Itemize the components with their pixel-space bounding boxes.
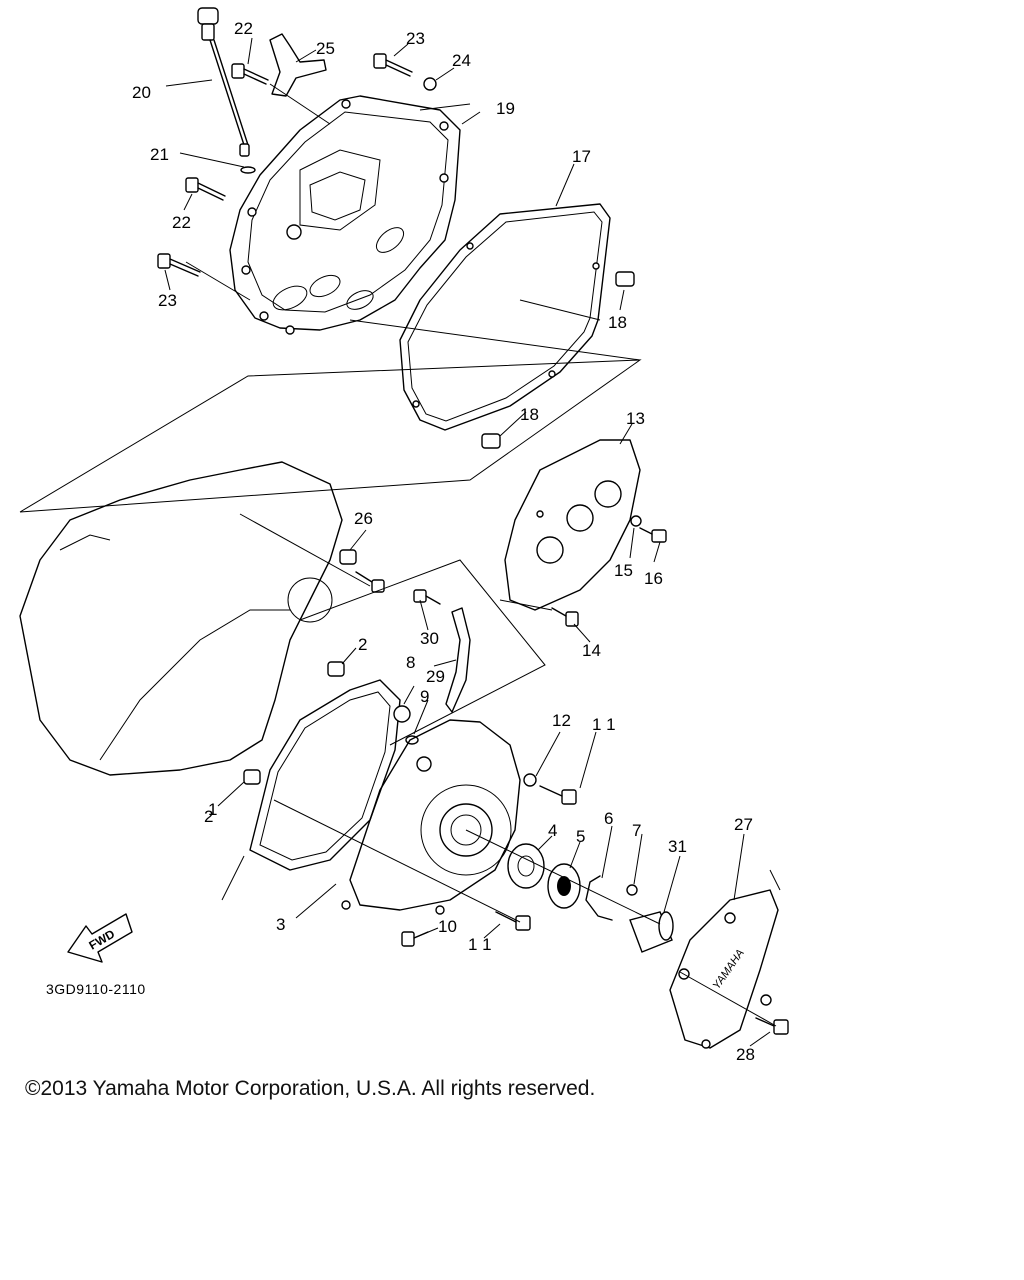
callouts: 1 2 2 3 4 5 6 7 8 9 10 1 1 1 1 12 13 14 … (132, 19, 755, 1064)
callout-21: 21 (150, 145, 169, 164)
washer-24-icon (423, 77, 437, 91)
callout-10: 10 (438, 917, 457, 936)
fwd-label: FWD (87, 927, 118, 953)
callout-12: 12 (552, 711, 571, 730)
callout-26: 26 (354, 509, 373, 528)
bolt-28-icon (755, 1017, 789, 1035)
o-ring-21-icon (240, 166, 256, 174)
callout-25: 25 (316, 39, 335, 58)
bolt-23-top-icon (373, 53, 413, 77)
circlip-6-icon (585, 875, 613, 921)
bearing-4-icon (507, 843, 545, 889)
callout-28: 28 (736, 1045, 755, 1064)
callout-16: 16 (644, 569, 663, 588)
sprocket-cover (504, 439, 641, 611)
bolt-11-upper-icon (539, 785, 577, 805)
part-code-label: 3GD9110-2110 (46, 981, 146, 997)
callout-30: 30 (420, 629, 439, 648)
dowel-2-lower-icon (243, 769, 261, 785)
washer-12-icon (523, 773, 537, 787)
callout-11b: 1 1 (592, 715, 616, 734)
exploded-parts-diagram: YAMAHA (19, 7, 789, 1064)
callout-7: 7 (632, 821, 641, 840)
callout-29: 29 (426, 667, 445, 686)
leader-lines (164, 37, 771, 1047)
dipstick-icon (197, 7, 250, 157)
callout-5: 5 (576, 827, 585, 846)
callout-17: 17 (572, 147, 591, 166)
copyright-notice: ©2013 Yamaha Motor Corporation, U.S.A. A… (25, 1077, 596, 1100)
callout-22a: 22 (234, 19, 253, 38)
dowel-pin-upper-icon (615, 271, 635, 287)
callout-14: 14 (582, 641, 601, 660)
yamaha-logo-text: YAMAHA (711, 947, 747, 991)
callout-6: 6 (604, 809, 613, 828)
bolt-22-upper-icon (231, 63, 269, 85)
callout-9: 9 (420, 687, 429, 706)
gasket-lower (249, 679, 401, 871)
cover-27: YAMAHA (669, 889, 779, 1049)
plug-8-icon (393, 705, 411, 723)
bolt-30-icon (413, 589, 441, 605)
screw-7-icon (626, 884, 638, 896)
gasket-upper (399, 203, 611, 431)
dowel-2-upper-icon (327, 661, 345, 677)
washer-15-icon (630, 515, 642, 527)
callout-18a: 18 (608, 313, 627, 332)
guide-29-icon (445, 607, 471, 713)
dowel-pin-lower-icon (481, 433, 501, 449)
bolt-23-left-icon (157, 253, 201, 277)
nut-bolt-26-icon (339, 549, 385, 593)
crankcase-body (19, 461, 343, 776)
callout-4: 4 (548, 821, 557, 840)
callout-23a: 23 (406, 29, 425, 48)
callout-22b: 22 (172, 213, 191, 232)
callout-2b: 2 (204, 807, 213, 826)
bolt-11-lower-icon (495, 911, 531, 931)
oil-seal-5-icon (547, 863, 581, 909)
crankcase-cover-upper (229, 95, 461, 335)
bolt-14-icon (551, 607, 579, 627)
callout-23b: 23 (158, 291, 177, 310)
callout-3: 3 (276, 915, 285, 934)
alignment-lines (19, 83, 781, 1027)
callout-27: 27 (734, 815, 753, 834)
callout-11a: 1 1 (468, 935, 492, 954)
callout-15: 15 (614, 561, 633, 580)
callout-2a: 2 (358, 635, 367, 654)
callout-19: 19 (496, 99, 515, 118)
callout-31: 31 (668, 837, 687, 856)
callout-1: 1 (208, 800, 217, 819)
callout-18b: 18 (520, 405, 539, 424)
crankcase-cover-lower (341, 719, 521, 915)
fwd-arrow-icon: FWD (67, 913, 133, 963)
callout-24: 24 (452, 51, 471, 70)
callout-20: 20 (132, 83, 151, 102)
bolt-16-icon (639, 527, 667, 543)
bolt-22-lower-icon (185, 177, 226, 201)
callout-13: 13 (626, 409, 645, 428)
callout-8: 8 (406, 653, 415, 672)
collar-31-icon (629, 911, 674, 953)
